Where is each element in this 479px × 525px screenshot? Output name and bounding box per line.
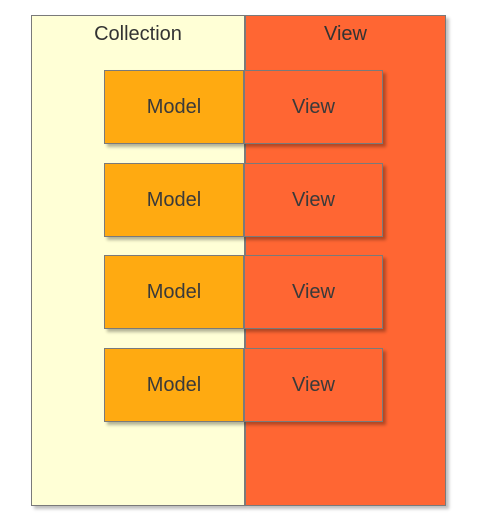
view-box: View — [244, 348, 383, 422]
view-panel-title: View — [324, 23, 367, 45]
view-box: View — [244, 70, 383, 144]
view-box: View — [244, 163, 383, 237]
collection-title: Collection — [94, 23, 182, 45]
view-box: View — [244, 255, 383, 329]
model-box: Model — [104, 255, 244, 329]
model-box: Model — [104, 70, 244, 144]
model-view-row: Model View — [104, 348, 383, 422]
model-box: Model — [104, 163, 244, 237]
model-view-row: Model View — [104, 255, 383, 329]
model-view-row: Model View — [104, 163, 383, 237]
model-box: Model — [104, 348, 244, 422]
model-view-row: Model View — [104, 70, 383, 144]
